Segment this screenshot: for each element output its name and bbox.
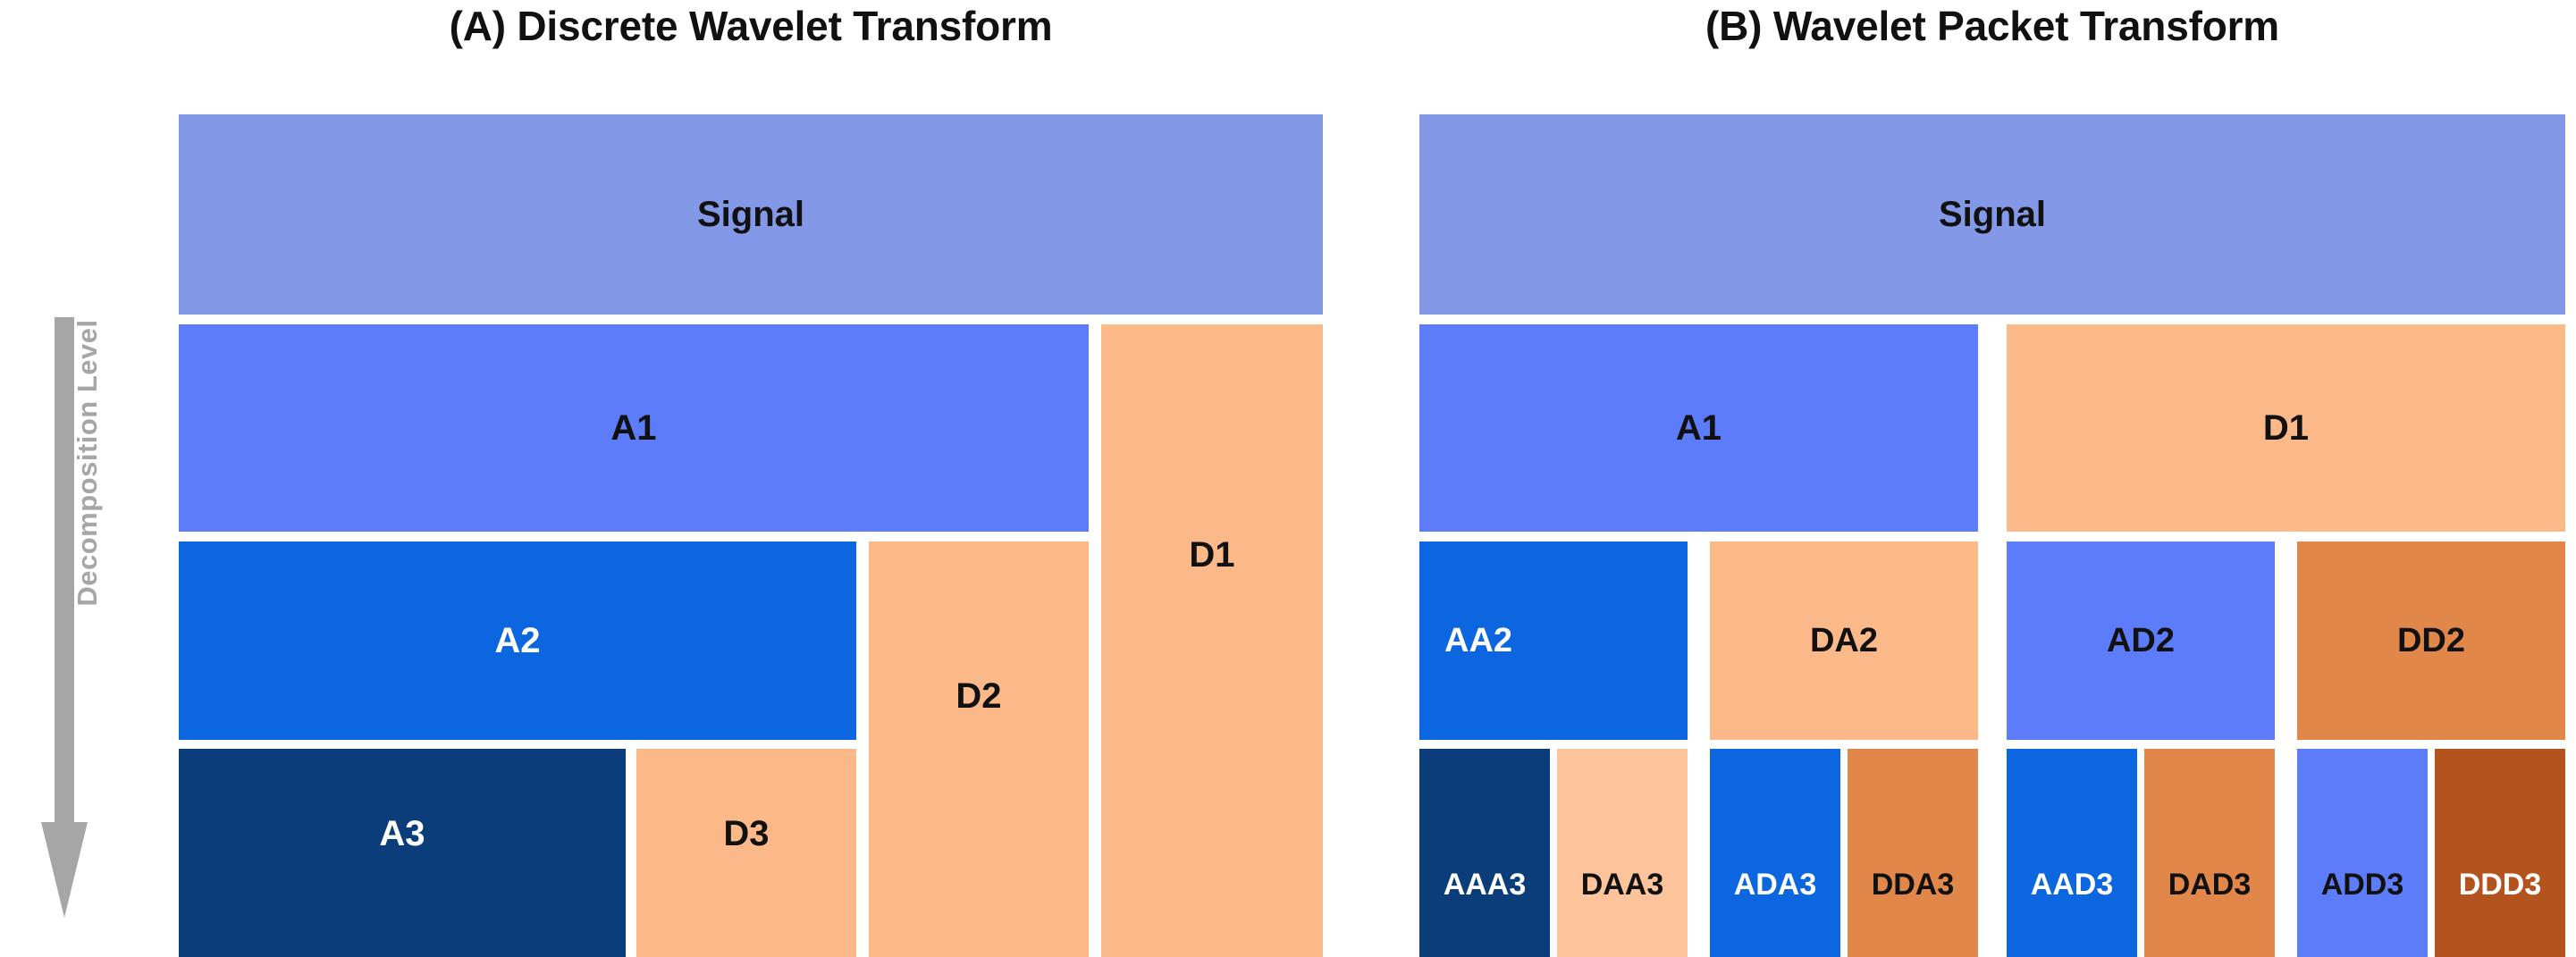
block-daa3-b: DAA3 (1557, 749, 1688, 957)
block-aad3-b: AAD3 (2007, 749, 2137, 957)
block-ada3-b: ADA3 (1710, 749, 1840, 957)
block-d3-a: D3 (636, 749, 856, 957)
block-dd2-b: DD2 (2297, 541, 2565, 740)
block-dad3-b: DAD3 (2144, 749, 2275, 957)
block-signal-a: Signal (179, 114, 1323, 315)
block-a1-b: A1 (1419, 324, 1978, 532)
block-a1-a: A1 (179, 324, 1089, 532)
block-ad2-b: AD2 (2007, 541, 2275, 740)
block-d1-b: D1 (2007, 324, 2565, 532)
block-a3-a: A3 (179, 749, 626, 957)
block-a2-a: A2 (179, 541, 856, 740)
block-aaa3-b: AAA3 (1419, 749, 1550, 957)
block-add3-b: ADD3 (2297, 749, 2428, 957)
block-d1-a: D1 (1101, 324, 1323, 957)
panel-b-title: (B) Wavelet Packet Transform (1705, 3, 2280, 49)
block-d2-a: D2 (869, 541, 1089, 957)
block-dda3-b: DDA3 (1848, 749, 1978, 957)
panel-a-title: (A) Discrete Wavelet Transform (449, 3, 1053, 49)
block-signal-b: Signal (1419, 114, 2565, 315)
block-ddd3-b: DDD3 (2435, 749, 2565, 957)
down-arrow-icon (39, 317, 89, 925)
block-aa2-b: AA2 (1419, 541, 1688, 740)
block-da2-b: DA2 (1710, 541, 1978, 740)
